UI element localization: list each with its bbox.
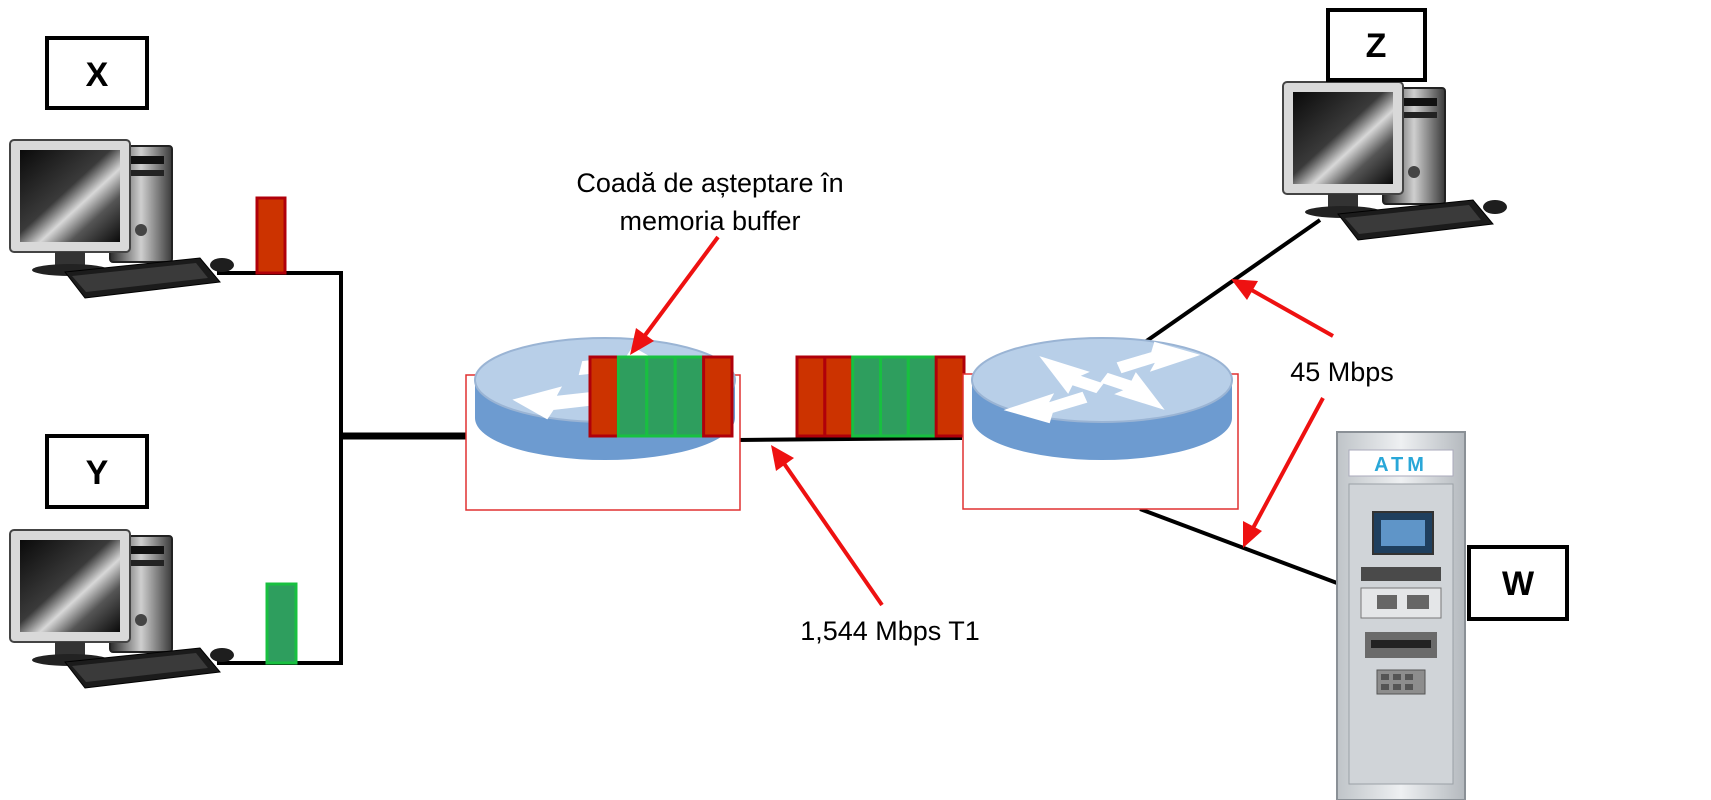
computer-x-icon (9, 139, 235, 299)
arrow-to-z-link-icon (1231, 279, 1334, 338)
packet-green (906, 355, 938, 438)
arrow-to-buffer-icon (630, 235, 720, 355)
pointer-arrows (630, 235, 1334, 607)
node-box-y: Y (45, 434, 149, 509)
router-icon (971, 337, 1233, 461)
label-queue-line1: Coadă de așteptare în (576, 168, 843, 198)
packet-green (673, 355, 706, 438)
label-queue-line2: memoria buffer (619, 206, 800, 236)
label-45-mbps: 45 Mbps (1290, 357, 1394, 387)
node-label-x: X (86, 56, 109, 94)
wire-x (217, 271, 343, 436)
node-box-z: Z (1326, 8, 1427, 82)
packet-at-y (265, 582, 298, 665)
node-label-z: Z (1366, 27, 1387, 65)
computer-z-icon (1282, 81, 1508, 241)
queue-between-routers (795, 355, 966, 438)
router-2 (962, 337, 1239, 510)
computer-y-icon (9, 529, 235, 689)
atm-machine-icon: ATM (1336, 431, 1466, 800)
wire-t1-link (737, 436, 963, 442)
node-box-w: W (1467, 545, 1569, 621)
packet-red (823, 355, 855, 438)
wire-y (217, 436, 343, 665)
packet-red (795, 355, 827, 438)
arrow-to-w-link-icon (1243, 397, 1325, 548)
node-label-y: Y (86, 454, 109, 492)
packet-green (616, 355, 649, 438)
packet-green (645, 355, 677, 438)
arrow-to-t1-icon (771, 445, 884, 607)
atm-sign: ATM (1374, 454, 1428, 476)
packet-at-x (255, 196, 287, 275)
packet-green (879, 355, 910, 438)
packet-red (588, 355, 620, 438)
node-label-w: W (1502, 565, 1535, 603)
queue-router1 (588, 355, 734, 438)
packet-red (934, 355, 966, 438)
wire-router2-w (1139, 507, 1338, 585)
node-box-x: X (45, 36, 149, 110)
packet-red (702, 355, 734, 438)
packet-green (851, 355, 883, 438)
label-t1-link: 1,544 Mbps T1 (800, 616, 980, 646)
